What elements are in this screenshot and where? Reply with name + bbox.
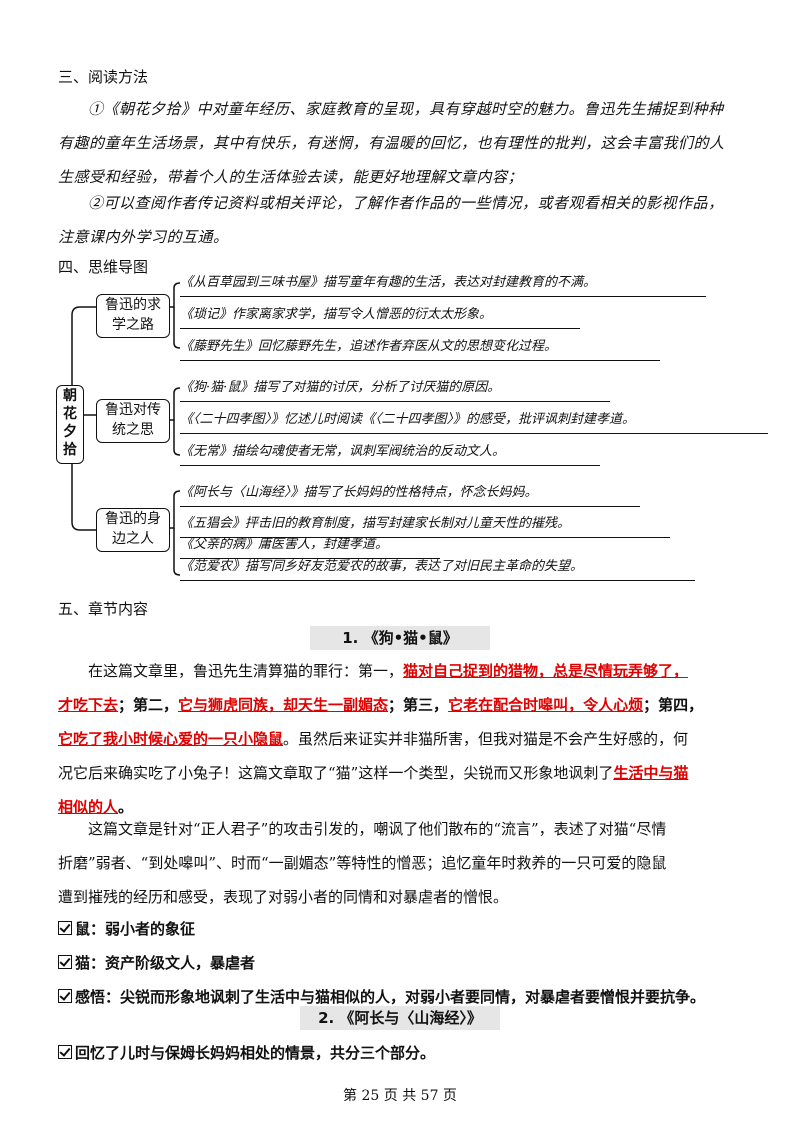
highlight-text: 才吃下去 (58, 696, 119, 714)
group-label: 鲁迅对传统之思 (105, 402, 161, 438)
text-segment: ；第四， (643, 696, 704, 714)
checkbox-icon (58, 921, 72, 935)
note-text: 感悟：尖锐而形象地讽刺了生活中与猫相似的人，对弱小者要同情，对暴虐者要憎恨并要抗… (75, 988, 706, 1006)
text-line: 才吃下去；第二，它与狮虎同族，却天生一副媚态；第三，它老在配合时嗥叫，令人心烦；… (58, 688, 748, 722)
mind-map-item: 《琐记》作家离家求学，描写令人憎恶的衍太太形象。 (180, 304, 580, 329)
chapter-1-paragraph-1: 在这篇文章里，鲁迅先生清算猫的罪行：第一，猫对自己捉到的猎物，总是尽情玩弄够了，… (58, 654, 748, 824)
text-line: ①《朝花夕拾》中对童年经历、家庭教育的呈现，具有穿越时空的魅力。鲁迅先生捕捉到种… (88, 100, 724, 118)
text-line: 况它后来确实吃了小兔子！这篇文章取了“猫”这样一个类型，尖锐而又形象地讽刺了生活… (58, 756, 748, 790)
note-line: 猫：资产阶级文人，暴虐者 (58, 946, 748, 980)
group-label: 鲁迅的求学之路 (105, 297, 161, 333)
text-line: 遭到摧残的经历和感受，表现了对弱小者的同情和对暴虐者的憎恨。 (58, 888, 509, 906)
text-line: 这篇文章是针对“正人君子”的攻击引发的，嘲讽了他们散布的“流言”，表述了对猫“尽… (88, 820, 667, 838)
text-line: 生感受和经验，带着个人的生活体验去读，能更好地理解文章内容； (58, 168, 524, 186)
section-heading-mind-map: 四、思维导图 (58, 258, 149, 276)
highlight-text: 相似的人 (58, 798, 119, 816)
text-segment: ；第二， (118, 696, 179, 714)
text-line: 它吃了我小时候心爱的一只小隐鼠。虽然后来证实并非猫所害，但我对猫是不会产生好感的… (58, 722, 748, 756)
mind-map-group-tradition: 鲁迅对传统之思 (96, 399, 170, 443)
reading-paragraph-1: ①《朝花夕拾》中对童年经历、家庭教育的呈现，具有穿越时空的魅力。鲁迅先生捕捉到种… (58, 92, 748, 194)
mind-map-item: 《五猖会》抨击旧的教育制度，描写封建家长制对儿童天性的摧残。 (180, 513, 670, 538)
section-heading-reading-method: 三、阅读方法 (58, 68, 149, 86)
chapter-1-title: 1. 《狗•猫•鼠》 (310, 626, 490, 650)
text-line: 相似的人。 (58, 790, 748, 824)
note-line: 感悟：尖锐而形象地讽刺了生活中与猫相似的人，对弱小者要同情，对暴虐者要憎恨并要抗… (58, 980, 748, 1014)
mind-map-item: 《父亲的病》庸医害人，封建孝道。 (180, 534, 440, 559)
mind-map-group-people: 鲁迅的身边之人 (96, 508, 170, 552)
text-line: 折磨”弱者、“到处嗥叫”、时而“一副媚态”等特性的憎恶；追忆童年时救养的一只可爱… (58, 854, 667, 872)
chapter-2-title: 2. 《阿长与〈山海经〉》 (300, 1006, 500, 1030)
text-line: 注意课内外学习的互通。 (58, 228, 229, 246)
mind-map-connectors (71, 282, 181, 576)
text-segment: 。虽然后来证实并非猫所害，但我对猫是不会产生好感的，何 (283, 730, 689, 748)
mind-map-item: 《无常》描绘勾魂使者无常，讽刺军阀统治的反动文人。 (180, 441, 600, 466)
mind-map-item: 《藤野先生》回忆藤野先生，追述作者弃医从文的思想变化过程。 (180, 336, 660, 361)
mind-map-root: 朝花夕拾 (56, 385, 84, 464)
note-text: 鼠：弱小者的象征 (75, 920, 196, 938)
group-label: 鲁迅的身边之人 (105, 511, 161, 547)
section-heading-chapter-content: 五、章节内容 (58, 600, 149, 618)
text-segment: 在这篇文章里，鲁迅先生清算猫的罪行：第一， (88, 662, 404, 680)
note-line: 鼠：弱小者的象征 (58, 912, 748, 946)
text-line: ②可以查阅作者传记资料或相关评论，了解作者作品的一些情况，或者观看相关的影视作品… (88, 194, 724, 212)
mind-map-item: 《〈二十四孝图〉》忆述儿时阅读《〈二十四孝图〉》的感受，批评讽刺封建孝道。 (180, 409, 768, 434)
note-text: 猫：资产阶级文人，暴虐者 (75, 954, 256, 972)
checkbox-icon (58, 1045, 72, 1059)
text-segment: ；第三， (388, 696, 449, 714)
reading-paragraph-2: ②可以查阅作者传记资料或相关评论，了解作者作品的一些情况，或者观看相关的影视作品… (58, 186, 748, 254)
mind-map-item: 《范爱农》描写同乡好友范爱农的故事，表达了对旧民主革命的失望。 (180, 556, 695, 581)
mind-map-item: 《从百草园到三味书屋》描写童年有趣的生活，表达对封建教育的不满。 (180, 272, 706, 297)
highlight-text: 它吃了我小时候心爱的一只小隐鼠 (58, 730, 284, 748)
highlight-text: 猫对自己捉到的猎物，总是尽情玩弄够了， (403, 662, 689, 680)
mind-map-item: 《阿长与〈山海经〉》描写了长妈妈的性格特点，怀念长妈妈。 (180, 482, 640, 507)
highlight-text: 生活中与猫 (613, 764, 689, 782)
mind-map-root-label: 朝花夕拾 (63, 388, 77, 458)
note-text: 回忆了儿时与保姆长妈妈相处的情景，共分三个部分。 (75, 1044, 436, 1062)
checkbox-icon (58, 955, 72, 969)
chapter-1-notes: 鼠：弱小者的象征 猫：资产阶级文人，暴虐者 感悟：尖锐而形象地讽刺了生活中与猫相… (58, 912, 748, 1014)
mind-map-group-study: 鲁迅的求学之路 (96, 294, 170, 338)
mind-map: 朝花夕拾 鲁迅的求学之路 鲁迅对传统之思 鲁迅的身边之人 《从百草园到三味书屋》… (56, 272, 768, 581)
text-segment: 况它后来确实吃了小兔子！这篇文章取了“猫”这样一个类型，尖锐而又形象地讽刺了 (58, 764, 614, 782)
page-footer: 第 25 页 共 57 页 (343, 1088, 457, 1104)
text-segment: 。 (118, 798, 134, 816)
text-line: 在这篇文章里，鲁迅先生清算猫的罪行：第一，猫对自己捉到的猎物，总是尽情玩弄够了， (58, 654, 748, 688)
chapter-1-paragraph-2: 这篇文章是针对“正人君子”的攻击引发的，嘲讽了他们散布的“流言”，表述了对猫“尽… (58, 812, 748, 914)
checkbox-icon (58, 989, 72, 1003)
highlight-text: 它与狮虎同族，却天生一副媚态 (178, 696, 389, 714)
highlight-text: 它老在配合时嗥叫，令人心烦 (448, 696, 644, 714)
text-line: 有趣的童年生活场景，其中有快乐，有迷惘，有温暖的回忆，也有理性的批判，这会丰富我… (58, 134, 725, 152)
chapter-2-notes: 回忆了儿时与保姆长妈妈相处的情景，共分三个部分。 (58, 1036, 748, 1070)
note-line: 回忆了儿时与保姆长妈妈相处的情景，共分三个部分。 (58, 1036, 748, 1070)
mind-map-item: 《狗·猫·鼠》描写了对猫的讨厌，分析了讨厌猫的原因。 (180, 377, 610, 402)
